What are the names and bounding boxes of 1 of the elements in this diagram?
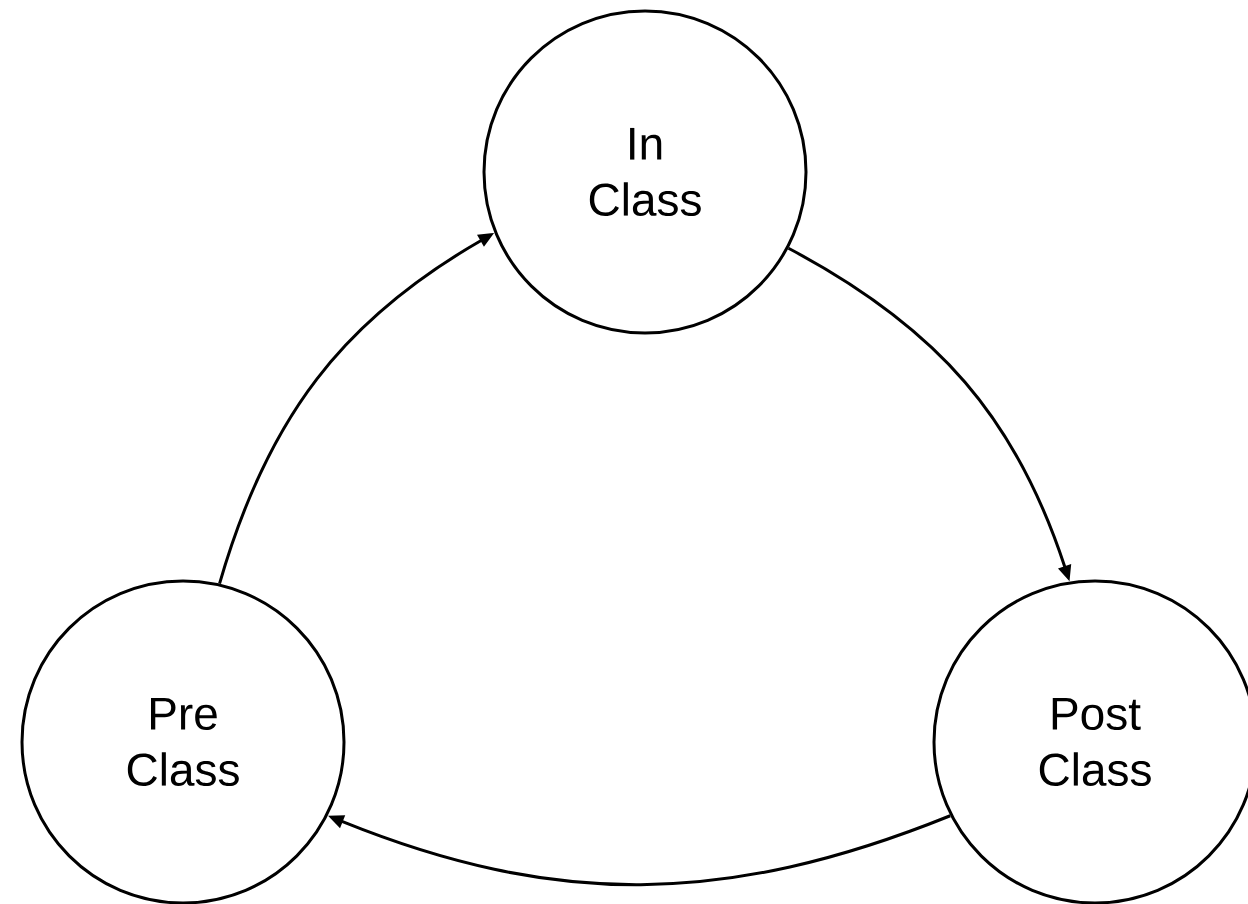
circle-node: In Class [482,9,808,335]
